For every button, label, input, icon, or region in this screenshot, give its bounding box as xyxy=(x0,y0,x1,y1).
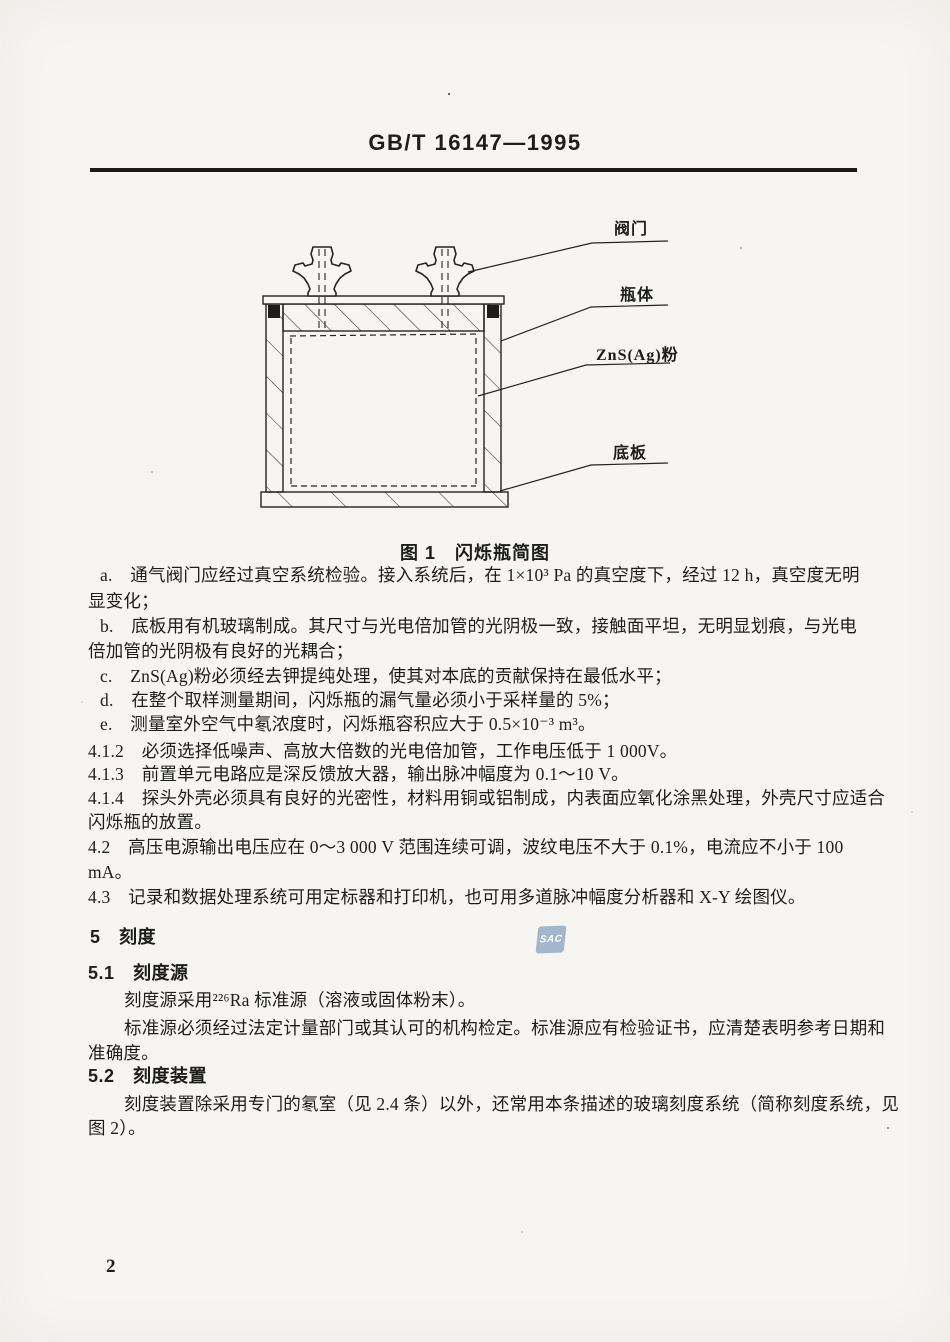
right-valve-shape xyxy=(415,246,475,297)
figure-caption: 图 1 闪烁瓶简图 xyxy=(399,543,550,563)
text-line: 显变化； xyxy=(88,591,159,611)
right-clamp-shape xyxy=(487,305,499,318)
text-line: 倍加管的光阴极有良好的光耦合； xyxy=(88,641,354,661)
leader-powder xyxy=(477,362,671,397)
text-line: e. 测量室外空气中氡浓度时，闪烁瓶容积应大于 0.5×10⁻³ m³。 xyxy=(100,714,596,734)
lid-shape xyxy=(282,303,485,332)
powder-lining-shape xyxy=(289,333,477,487)
leader-valve xyxy=(467,240,669,273)
sac-watermark: SAC xyxy=(535,925,567,954)
page-number: 2 xyxy=(106,1256,116,1277)
text-line: 标准源必须经过法定计量部门或其认可的机构检定。标准源应有检验证书，应清楚表明参考… xyxy=(124,1018,886,1038)
text-line: 4.1.2 必须选择低噪声、高放大倍数的光电倍加管，工作电压低于 1 000V。 xyxy=(88,741,678,761)
text-line: c. ZnS(Ag)粉必须经去钾提纯处理，使其对本底的贡献保持在最低水平； xyxy=(100,666,672,686)
text-line: 刻度装置除采用专门的氡室（见 2.4 条）以外，还常用本条描述的玻璃刻度系统（简… xyxy=(124,1094,900,1114)
text-line: 5 刻度 xyxy=(90,927,157,947)
leader-lines xyxy=(467,240,671,492)
figure-label-powder: ZnS(Ag)粉 xyxy=(596,347,679,364)
leader-base-plate xyxy=(499,462,669,492)
figure-1: 阀门 瓶体 ZnS(Ag)粉 底板 xyxy=(230,205,880,535)
base-plate-shape xyxy=(260,491,509,508)
text-line: 5.2 刻度装置 xyxy=(88,1066,208,1086)
figure-label-base-plate: 底板 xyxy=(613,445,648,462)
standard-number: GB/T 16147—1995 xyxy=(368,130,582,155)
header-rule xyxy=(90,168,857,172)
text-line: 4.1.3 前置单元电路应是深反馈放大器，输出脉冲幅度为 0.1～10 V。 xyxy=(88,764,629,784)
leader-body xyxy=(500,304,669,342)
text-line: a. 通气阀门应经过真空系统检验。接入系统后，在 1×10³ Pa 的真空度下，… xyxy=(100,565,860,585)
top-plate-shape xyxy=(262,295,505,305)
text-line: 5.1 刻度源 xyxy=(88,963,189,983)
sac-watermark-text: SAC xyxy=(539,933,563,946)
text-line: mA。 xyxy=(88,862,133,882)
text-line: d. 在整个取样测量期间，闪烁瓶的漏气量必须小于采样量的 5%； xyxy=(100,690,620,710)
text-line: 4.3 记录和数据处理系统可用定标器和打印机，也可用多道脉冲幅度分析器和 X-Y… xyxy=(88,887,806,907)
text-line: 准确度。 xyxy=(88,1043,159,1063)
left-wall-shape xyxy=(265,303,284,493)
left-valve-shape xyxy=(292,246,352,297)
text-line: b. 底板用有机玻璃制成。其尺寸与光电倍加管的光阴极一致，接触面平坦，无明显划痕… xyxy=(100,616,857,636)
scintillation-flask-diagram xyxy=(260,240,671,508)
figure-label-valve: 阀门 xyxy=(614,221,649,238)
text-line: 图 2）。 xyxy=(88,1118,146,1138)
text-line: 4.2 高压电源输出电压应在 0～3 000 V 范围连续可调，波纹电压不大于 … xyxy=(88,837,844,857)
left-clamp-shape xyxy=(268,305,280,318)
valve-centerlines xyxy=(318,249,449,330)
figure-label-body: 瓶体 xyxy=(620,287,655,304)
right-wall-shape xyxy=(483,303,502,493)
text-line: 4.1.4 探头外壳必须具有良好的光密性，材料用铜或铝制成，内表面应氧化涂黑处理… xyxy=(88,788,886,808)
text-line: 闪烁瓶的放置。 xyxy=(88,812,212,832)
text-line: 刻度源采用²²⁶Ra 标准源（溶液或固体粉末）。 xyxy=(124,990,476,1010)
